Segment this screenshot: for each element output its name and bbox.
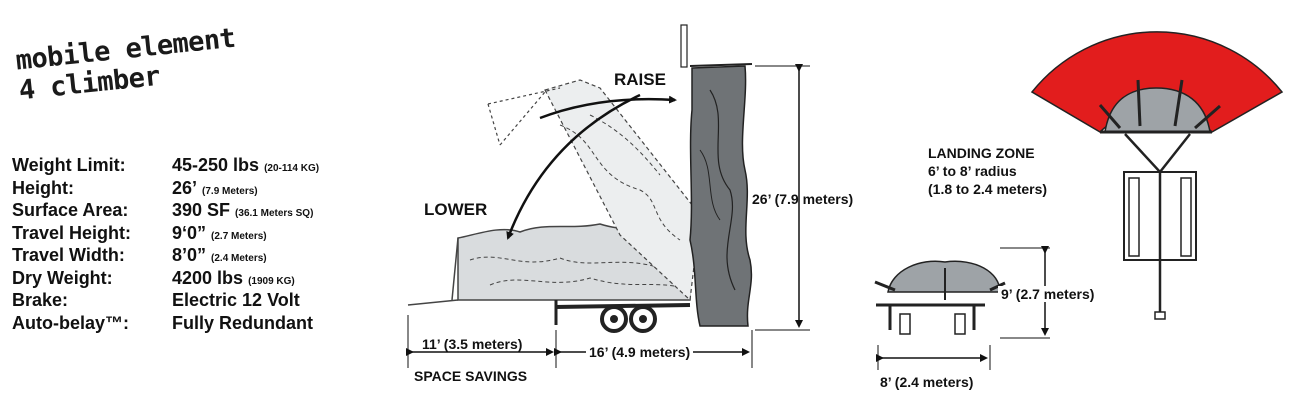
spec-value: Fully Redundant <box>172 312 313 335</box>
landing-zone-radius: 6’ to 8’ radius <box>928 163 1017 179</box>
spec-label: Travel Height: <box>12 222 132 243</box>
spec-label: Brake: <box>12 290 69 310</box>
spec-value-main: 390 SF <box>172 200 231 220</box>
spec-value-main: 26’ <box>172 177 198 198</box>
raise-label: RAISE <box>614 70 666 89</box>
spec-value-sub: (20-114 KG) <box>264 163 320 174</box>
spec-label: Dry Weight: <box>12 267 113 288</box>
spec-value-main: Fully Redundant <box>172 312 313 333</box>
lower-arrow <box>506 93 641 240</box>
landing-zone-radius-metric: (1.8 to 2.4 meters) <box>928 181 1048 197</box>
spec-label: Travel Width: <box>12 245 125 265</box>
spec-value: 26’ (7.9 Meters) <box>172 177 258 204</box>
spec-label: Weight Limit: <box>12 155 126 175</box>
spec-value-sub: (1909 KG) <box>248 275 295 287</box>
trailer-chassis <box>554 300 691 333</box>
lower-label: LOWER <box>424 200 488 219</box>
height-dimension-label: 26’ (7.9 meters) <box>752 191 854 207</box>
travel-width-label: 8’ (2.4 meters) <box>880 374 974 390</box>
length-label: 16’ (4.9 meters) <box>586 344 694 360</box>
landing-zone-title: LANDING ZONE <box>928 145 1035 161</box>
spec-value-sub: (7.9 Meters) <box>202 185 258 197</box>
height-dimension <box>755 64 810 331</box>
travel-height-label: 9’ (2.7 meters) <box>998 286 1098 302</box>
spec-value-sub: (2.7 Meters) <box>211 230 267 242</box>
trailer-front-view <box>874 246 1050 370</box>
spec-label: Auto-belay™: <box>12 312 129 333</box>
spec-value: Electric 12 Volt <box>172 289 300 312</box>
spec-value-main: 45-250 lbs <box>172 155 260 175</box>
spec-label: Height: <box>12 177 74 198</box>
spec-value-sub: (2.4 Meters) <box>211 253 267 264</box>
spec-value: 45-250 lbs (20-114 KG) <box>172 154 319 181</box>
spec-value: 390 SF (36.1 Meters SQ) <box>172 199 313 226</box>
spec-value: 9‘0” (2.7 Meters) <box>172 222 267 249</box>
raise-arrow <box>539 95 677 120</box>
spec-value-main: 8’0” <box>172 245 207 265</box>
space-length-label: 11’ (3.5 meters) <box>422 336 523 352</box>
space-savings-label: SPACE SAVINGS <box>414 368 528 384</box>
landing-zone-view <box>1030 31 1284 320</box>
spec-value-sub: (36.1 Meters SQ) <box>235 208 314 219</box>
upright-wall <box>680 24 753 327</box>
spec-value: 8’0” (2.4 Meters) <box>172 244 267 271</box>
spec-value-main: 9‘0” <box>172 222 207 243</box>
spec-label: Surface Area: <box>12 200 129 220</box>
spec-value: 4200 lbs (1909 KG) <box>172 267 295 294</box>
spec-value-main: Electric 12 Volt <box>172 290 300 310</box>
spec-value-main: 4200 lbs <box>172 267 244 288</box>
